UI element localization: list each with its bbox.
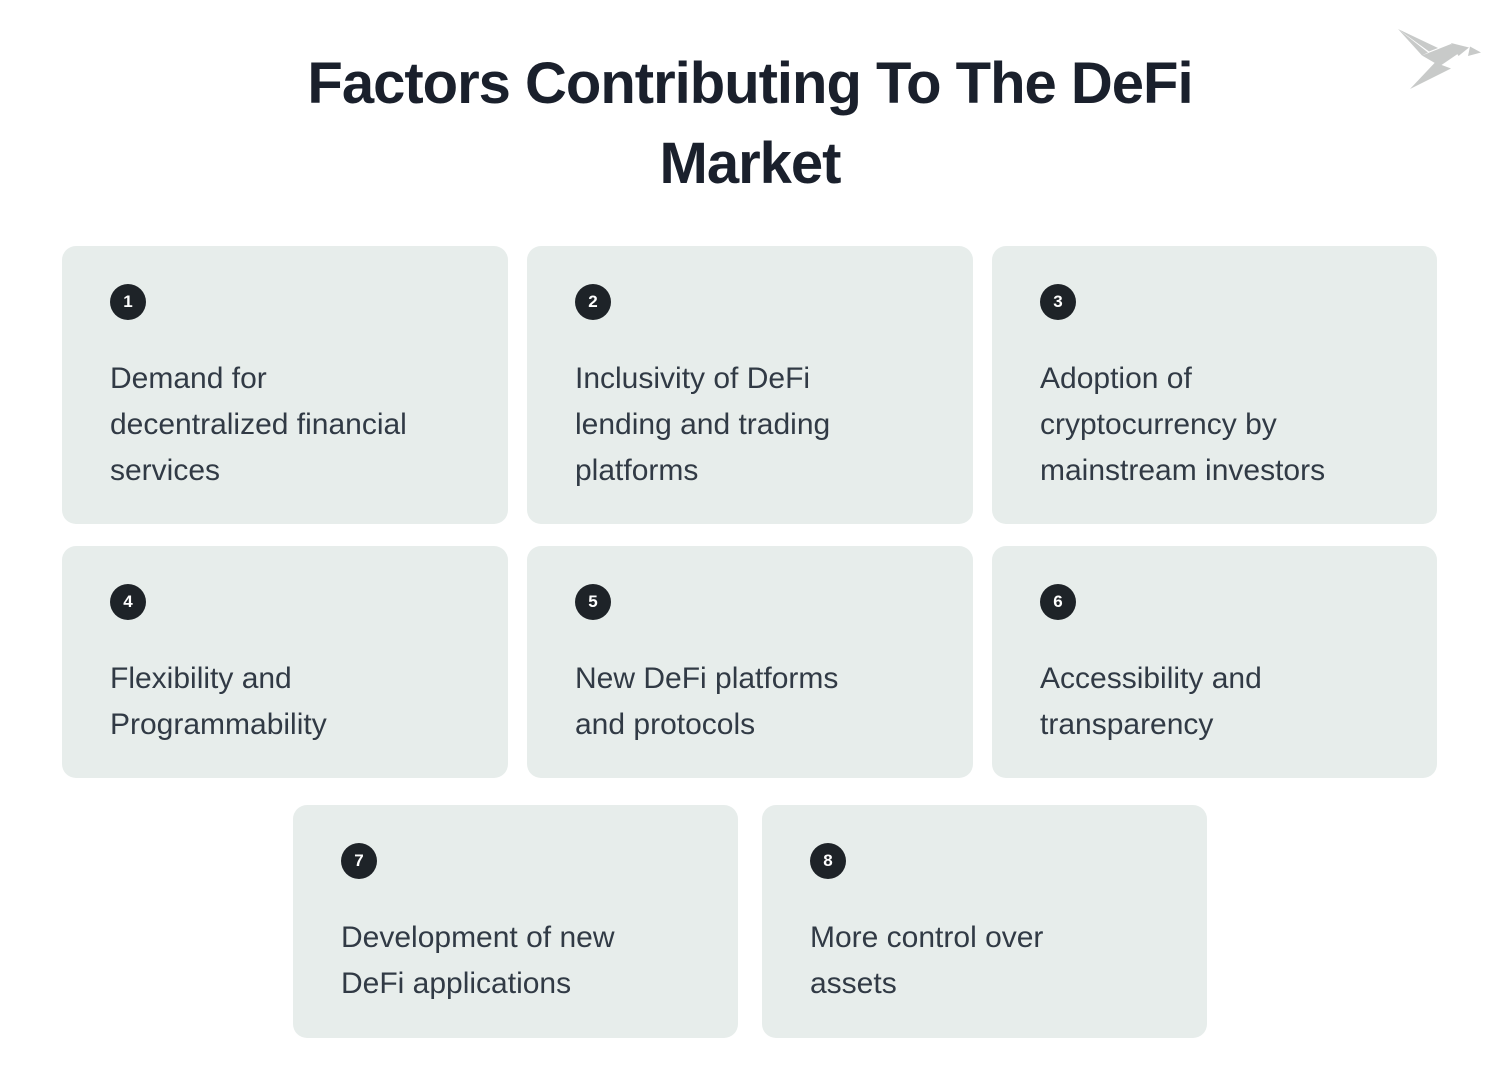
- number-badge-4: 4: [110, 584, 146, 620]
- factor-text-line: More control over: [810, 921, 1044, 954]
- factor-text-4: Flexibility and Programmability: [110, 656, 470, 748]
- badge-number: 4: [123, 592, 133, 611]
- factor-text-line: New DeFi platforms: [575, 662, 839, 695]
- factor-text-line: services: [110, 454, 221, 487]
- factor-text-line: Demand for: [110, 362, 267, 395]
- factor-text-line: Flexibility and: [110, 662, 292, 695]
- badge-number: 3: [1053, 292, 1063, 311]
- badge-number: 5: [588, 592, 598, 611]
- page-title: Factors Contributing To The DeFi Market: [0, 44, 1500, 204]
- factor-text-line: Adoption of: [1040, 362, 1192, 395]
- factor-text-6: Accessibility and transparency: [1040, 656, 1399, 748]
- number-badge-5: 5: [575, 584, 611, 620]
- number-badge-7: 7: [341, 843, 377, 879]
- factor-text-1: Demand for decentralized financial servi…: [110, 356, 470, 494]
- number-badge-6: 6: [1040, 584, 1076, 620]
- number-badge-2: 2: [575, 284, 611, 320]
- number-badge-1: 1: [110, 284, 146, 320]
- factor-text-line: Inclusivity of DeFi: [575, 362, 811, 395]
- factor-text-line: platforms: [575, 454, 699, 487]
- factor-card-6: 6 Accessibility and transparency: [992, 546, 1437, 778]
- factor-text-line: DeFi applications: [341, 967, 572, 1000]
- factor-card-2: 2 Inclusivity of DeFi lending and tradin…: [527, 246, 973, 524]
- badge-number: 8: [823, 851, 833, 870]
- factor-card-7: 7 Development of new DeFi applications: [293, 805, 738, 1038]
- number-badge-8: 8: [810, 843, 846, 879]
- factor-text-line: decentralized financial: [110, 408, 407, 441]
- badge-number: 6: [1053, 592, 1063, 611]
- badge-number: 7: [354, 851, 364, 870]
- factor-text-5: New DeFi platforms and protocols: [575, 656, 935, 748]
- factor-text-8: More control over assets: [810, 915, 1169, 1007]
- factor-text-line: lending and trading: [575, 408, 831, 441]
- factor-text-3: Adoption of cryptocurrency by mainstream…: [1040, 356, 1399, 494]
- factor-card-5: 5 New DeFi platforms and protocols: [527, 546, 973, 778]
- factor-card-4: 4 Flexibility and Programmability: [62, 546, 508, 778]
- factor-text-line: cryptocurrency by: [1040, 408, 1277, 441]
- factor-text-7: Development of new DeFi applications: [341, 915, 700, 1007]
- factor-card-3: 3 Adoption of cryptocurrency by mainstre…: [992, 246, 1437, 524]
- factor-card-8: 8 More control over assets: [762, 805, 1207, 1038]
- factor-text-line: Programmability: [110, 708, 327, 741]
- factor-text-line: assets: [810, 967, 897, 1000]
- factor-text-line: transparency: [1040, 708, 1214, 741]
- factor-text-line: Accessibility and: [1040, 662, 1262, 695]
- badge-number: 1: [123, 292, 133, 311]
- factor-text-line: Development of new: [341, 921, 615, 954]
- factor-text-2: Inclusivity of DeFi lending and trading …: [575, 356, 935, 494]
- page-title-line-2: Market: [659, 131, 842, 196]
- number-badge-3: 3: [1040, 284, 1076, 320]
- factor-text-line: and protocols: [575, 708, 756, 741]
- badge-number: 2: [588, 292, 598, 311]
- page-title-line-1: Factors Contributing To The DeFi: [307, 51, 1193, 116]
- factor-text-line: mainstream investors: [1040, 454, 1326, 487]
- factor-card-1: 1 Demand for decentralized financial ser…: [62, 246, 508, 524]
- origami-bird-logo-icon: [1398, 29, 1481, 89]
